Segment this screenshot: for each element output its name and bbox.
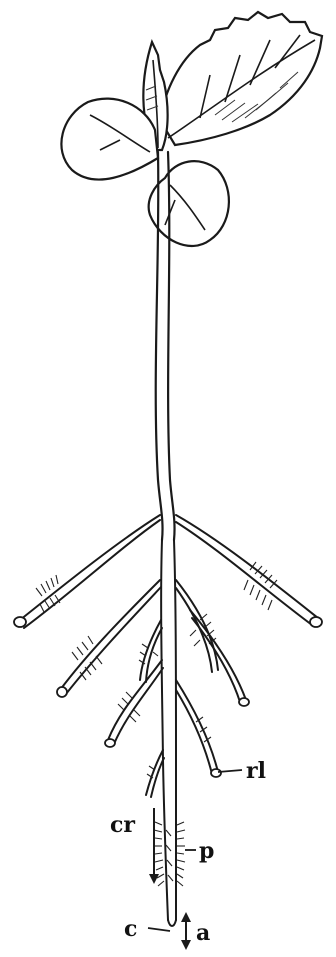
label-p: p	[199, 838, 214, 864]
root-system	[14, 515, 322, 926]
label-c: c	[124, 916, 137, 942]
label-rl: rl	[246, 758, 266, 784]
cotyledon-right	[149, 161, 229, 246]
root-hairs	[36, 575, 60, 612]
label-a: a	[196, 920, 210, 946]
label-cr: cr	[110, 812, 135, 838]
root-hair-zone	[154, 822, 185, 886]
true-leaf	[160, 12, 322, 145]
